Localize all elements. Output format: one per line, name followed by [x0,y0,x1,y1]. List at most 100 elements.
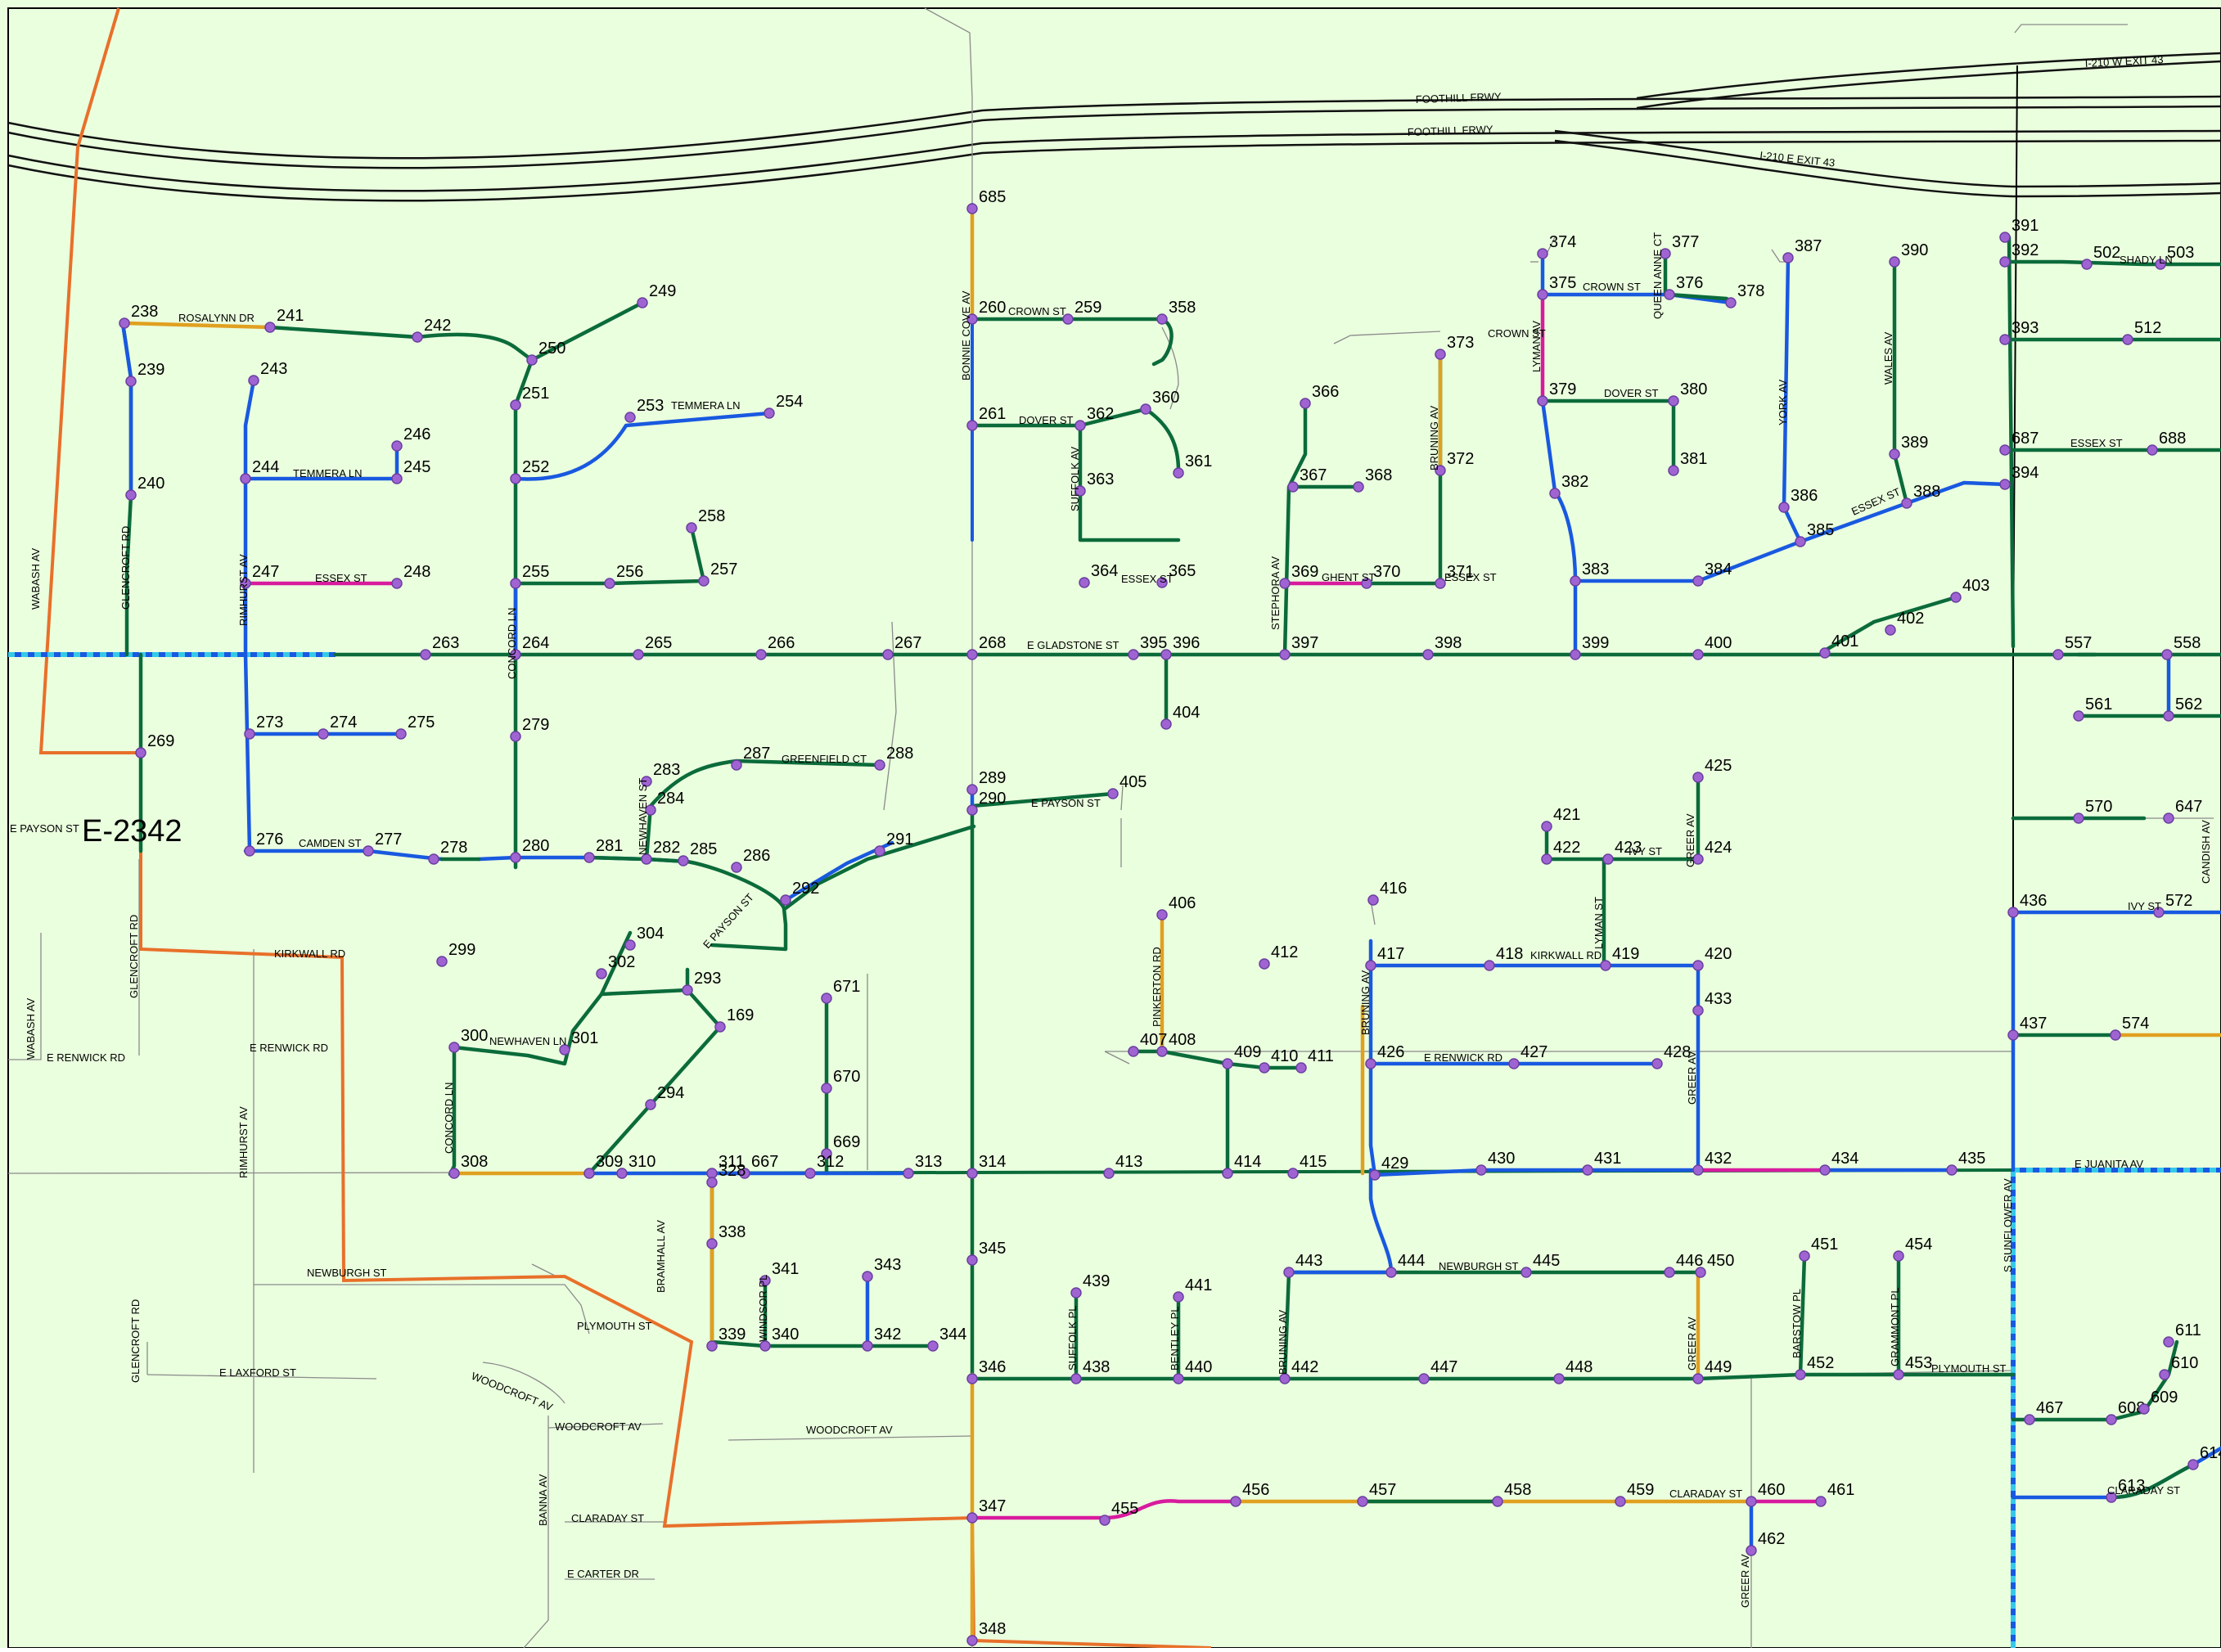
node-marker-256[interactable] [604,578,615,589]
node-marker-249[interactable] [637,297,648,308]
node-marker-348[interactable] [966,1635,978,1646]
node-marker-283[interactable] [641,776,652,787]
node-marker-312[interactable] [804,1168,816,1179]
node-marker-609[interactable] [2138,1403,2150,1415]
node-marker-450[interactable] [1695,1267,1706,1278]
node-marker-452[interactable] [1795,1369,1806,1380]
node-marker-253[interactable] [624,412,636,423]
node-marker-446[interactable] [1664,1267,1675,1278]
node-marker-274[interactable] [318,728,329,740]
node-marker-427[interactable] [1508,1058,1520,1069]
node-marker-574[interactable] [2110,1029,2121,1041]
node-marker-388[interactable] [1901,497,1912,509]
node-marker-244[interactable] [240,473,251,484]
node-marker-273[interactable] [244,728,255,740]
node-marker-459[interactable] [1615,1496,1626,1507]
node-marker-438[interactable] [1070,1373,1082,1384]
node-marker-276[interactable] [244,845,255,857]
node-marker-371[interactable] [1435,578,1446,589]
node-marker-243[interactable] [248,375,259,386]
node-marker-346[interactable] [966,1373,978,1384]
node-marker-366[interactable] [1300,398,1311,409]
node-marker-412[interactable] [1259,958,1270,970]
node-marker-255[interactable] [510,578,521,589]
node-marker-402[interactable] [1885,624,1896,636]
node-marker-429[interactable] [1369,1169,1381,1181]
node-marker-390[interactable] [1889,256,1900,268]
node-marker-369[interactable] [1279,578,1291,589]
node-marker-441[interactable] [1173,1291,1184,1303]
node-marker-457[interactable] [1357,1496,1368,1507]
node-marker-309[interactable] [583,1168,595,1179]
node-marker-405[interactable] [1107,788,1119,799]
node-marker-252[interactable] [510,473,521,484]
node-marker-426[interactable] [1365,1058,1376,1069]
node-marker-439[interactable] [1070,1287,1082,1299]
node-marker-384[interactable] [1692,575,1704,587]
node-marker-407[interactable] [1128,1046,1139,1057]
node-marker-377[interactable] [1660,248,1671,259]
node-marker-385[interactable] [1795,536,1806,547]
node-marker-428[interactable] [1651,1058,1663,1069]
node-marker-562[interactable] [2163,710,2174,722]
node-marker-382[interactable] [1549,488,1561,499]
node-marker-432[interactable] [1692,1164,1704,1176]
node-marker-391[interactable] [1999,232,2011,243]
node-marker-404[interactable] [1160,718,1172,730]
node-marker-685[interactable] [966,203,978,214]
node-marker-344[interactable] [927,1340,939,1352]
node-marker-279[interactable] [510,731,521,742]
node-marker-611[interactable] [2163,1336,2174,1348]
node-marker-257[interactable] [698,575,710,587]
node-marker-379[interactable] [1537,395,1548,407]
node-marker-435[interactable] [1946,1164,1957,1176]
node-marker-430[interactable] [1475,1164,1487,1176]
node-marker-572[interactable] [2153,907,2165,918]
node-marker-512[interactable] [2122,334,2133,345]
node-marker-361[interactable] [1173,467,1184,479]
node-marker-260[interactable] [966,313,978,325]
node-marker-455[interactable] [1099,1515,1110,1526]
node-marker-367[interactable] [1287,481,1299,493]
node-marker-423[interactable] [1602,853,1614,865]
node-marker-418[interactable] [1484,960,1495,971]
node-marker-667[interactable] [739,1168,750,1179]
node-marker-647[interactable] [2163,812,2174,824]
node-marker-372[interactable] [1435,465,1446,476]
node-marker-442[interactable] [1279,1373,1291,1384]
node-marker-396[interactable] [1160,649,1172,660]
node-marker-688[interactable] [2147,444,2158,456]
node-marker-415[interactable] [1287,1168,1299,1179]
node-marker-338[interactable] [706,1238,718,1249]
node-marker-671[interactable] [821,993,832,1004]
node-marker-268[interactable] [966,649,978,660]
node-marker-447[interactable] [1418,1373,1430,1384]
node-marker-248[interactable] [391,578,403,589]
node-marker-364[interactable] [1079,577,1090,588]
node-marker-386[interactable] [1778,502,1790,513]
node-marker-341[interactable] [759,1275,771,1286]
node-marker-400[interactable] [1692,649,1704,660]
node-marker-277[interactable] [363,845,374,857]
node-marker-443[interactable] [1283,1267,1295,1278]
node-marker-280[interactable] [510,852,521,863]
node-marker-247[interactable] [240,578,251,589]
node-marker-608[interactable] [2106,1414,2117,1425]
node-marker-328[interactable] [706,1177,718,1188]
node-marker-245[interactable] [391,473,403,484]
node-marker-421[interactable] [1541,821,1552,832]
node-marker-365[interactable] [1156,577,1168,588]
node-marker-570[interactable] [2073,812,2084,824]
node-marker-413[interactable] [1103,1168,1115,1179]
node-marker-454[interactable] [1893,1250,1904,1262]
node-marker-343[interactable] [862,1271,873,1282]
node-marker-436[interactable] [2007,907,2019,918]
node-marker-449[interactable] [1692,1373,1704,1384]
node-marker-610[interactable] [2159,1369,2170,1380]
node-marker-398[interactable] [1422,649,1434,660]
node-marker-393[interactable] [1999,334,2011,345]
node-marker-451[interactable] [1799,1250,1810,1262]
node-marker-340[interactable] [759,1340,771,1352]
node-marker-394[interactable] [1999,479,2011,490]
